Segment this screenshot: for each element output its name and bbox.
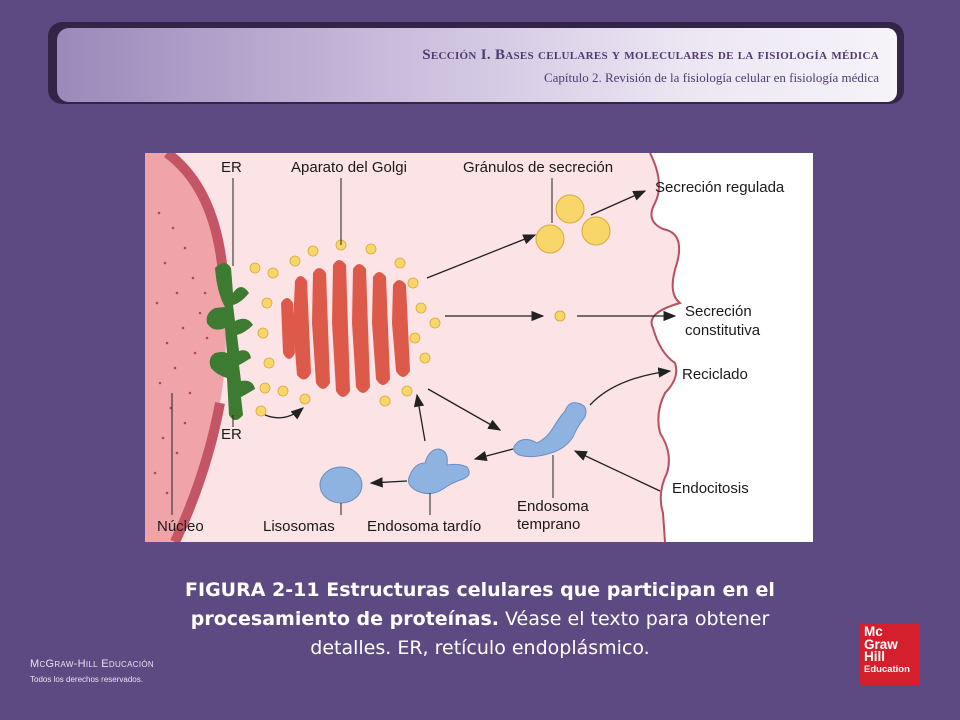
- label-nucleo: Núcleo: [157, 518, 204, 535]
- caption-bold: FIGURA 2-11 Estructuras celulares que pa…: [185, 579, 775, 630]
- chromatin-dots: [153, 211, 209, 495]
- section-title: Sección I. Bases celulares y moleculares…: [422, 47, 879, 63]
- label-er-top: ER: [221, 159, 242, 176]
- label-secrecion-2: constitutiva: [685, 322, 761, 339]
- label-granulos: Gránulos de secreción: [463, 159, 613, 176]
- label-lisosomas: Lisosomas: [263, 518, 335, 535]
- footer-brand: McGraw-Hill Educación: [30, 658, 154, 670]
- small-vesicles: [249, 239, 441, 417]
- logo-line-3: Hill: [864, 649, 886, 664]
- label-endosoma-temprano-1: Endosoma: [517, 498, 589, 515]
- cell-diagram: ER Aparato del Golgi Gránulos de secreci…: [145, 153, 785, 542]
- arrows: [264, 190, 677, 492]
- constitutive-vesicle: [554, 310, 566, 322]
- nuclear-envelope-outer: [163, 153, 228, 274]
- logo-line-4: Education: [864, 663, 910, 675]
- late-endosome: [408, 448, 470, 495]
- slide-header: Sección I. Bases celulares y moleculares…: [57, 28, 897, 102]
- footer-rights: Todos los derechos reservados.: [30, 675, 143, 684]
- label-reciclado: Reciclado: [682, 366, 748, 383]
- label-er-bottom: ER: [221, 426, 242, 443]
- label-golgi: Aparato del Golgi: [291, 159, 407, 176]
- label-endosoma-tardio: Endosoma tardío: [367, 518, 481, 535]
- nuclear-envelope-lower: [170, 402, 225, 542]
- logo-line-1: Mc: [864, 624, 883, 639]
- cell-membrane: [649, 153, 683, 542]
- figure-caption: FIGURA 2-11 Estructuras celulares que pa…: [150, 576, 810, 663]
- lysosome: [319, 466, 363, 504]
- caption-rest: Véase el texto para obtener detalles. ER…: [310, 608, 770, 659]
- mcgraw-hill-logo: Mc Graw Hill Education: [860, 623, 920, 685]
- label-endocitosis: Endocitosis: [672, 480, 749, 497]
- endoplasmic-reticulum: [206, 263, 255, 420]
- figure-protein-processing: ER Aparato del Golgi Gránulos de secreci…: [145, 153, 813, 542]
- label-secrecion-1: Secreción: [685, 303, 752, 320]
- leader-lines: [171, 178, 554, 515]
- logo-line-2: Graw: [864, 636, 898, 652]
- golgi-apparatus: [281, 260, 410, 397]
- secretory-granules: [535, 194, 611, 254]
- chapter-subtitle: Capítulo 2. Revisión de la fisiología ce…: [543, 70, 879, 85]
- early-endosome: [513, 402, 587, 458]
- label-secrecion-regulada: Secreción regulada: [655, 179, 785, 196]
- label-endosoma-temprano-2: temprano: [517, 516, 580, 533]
